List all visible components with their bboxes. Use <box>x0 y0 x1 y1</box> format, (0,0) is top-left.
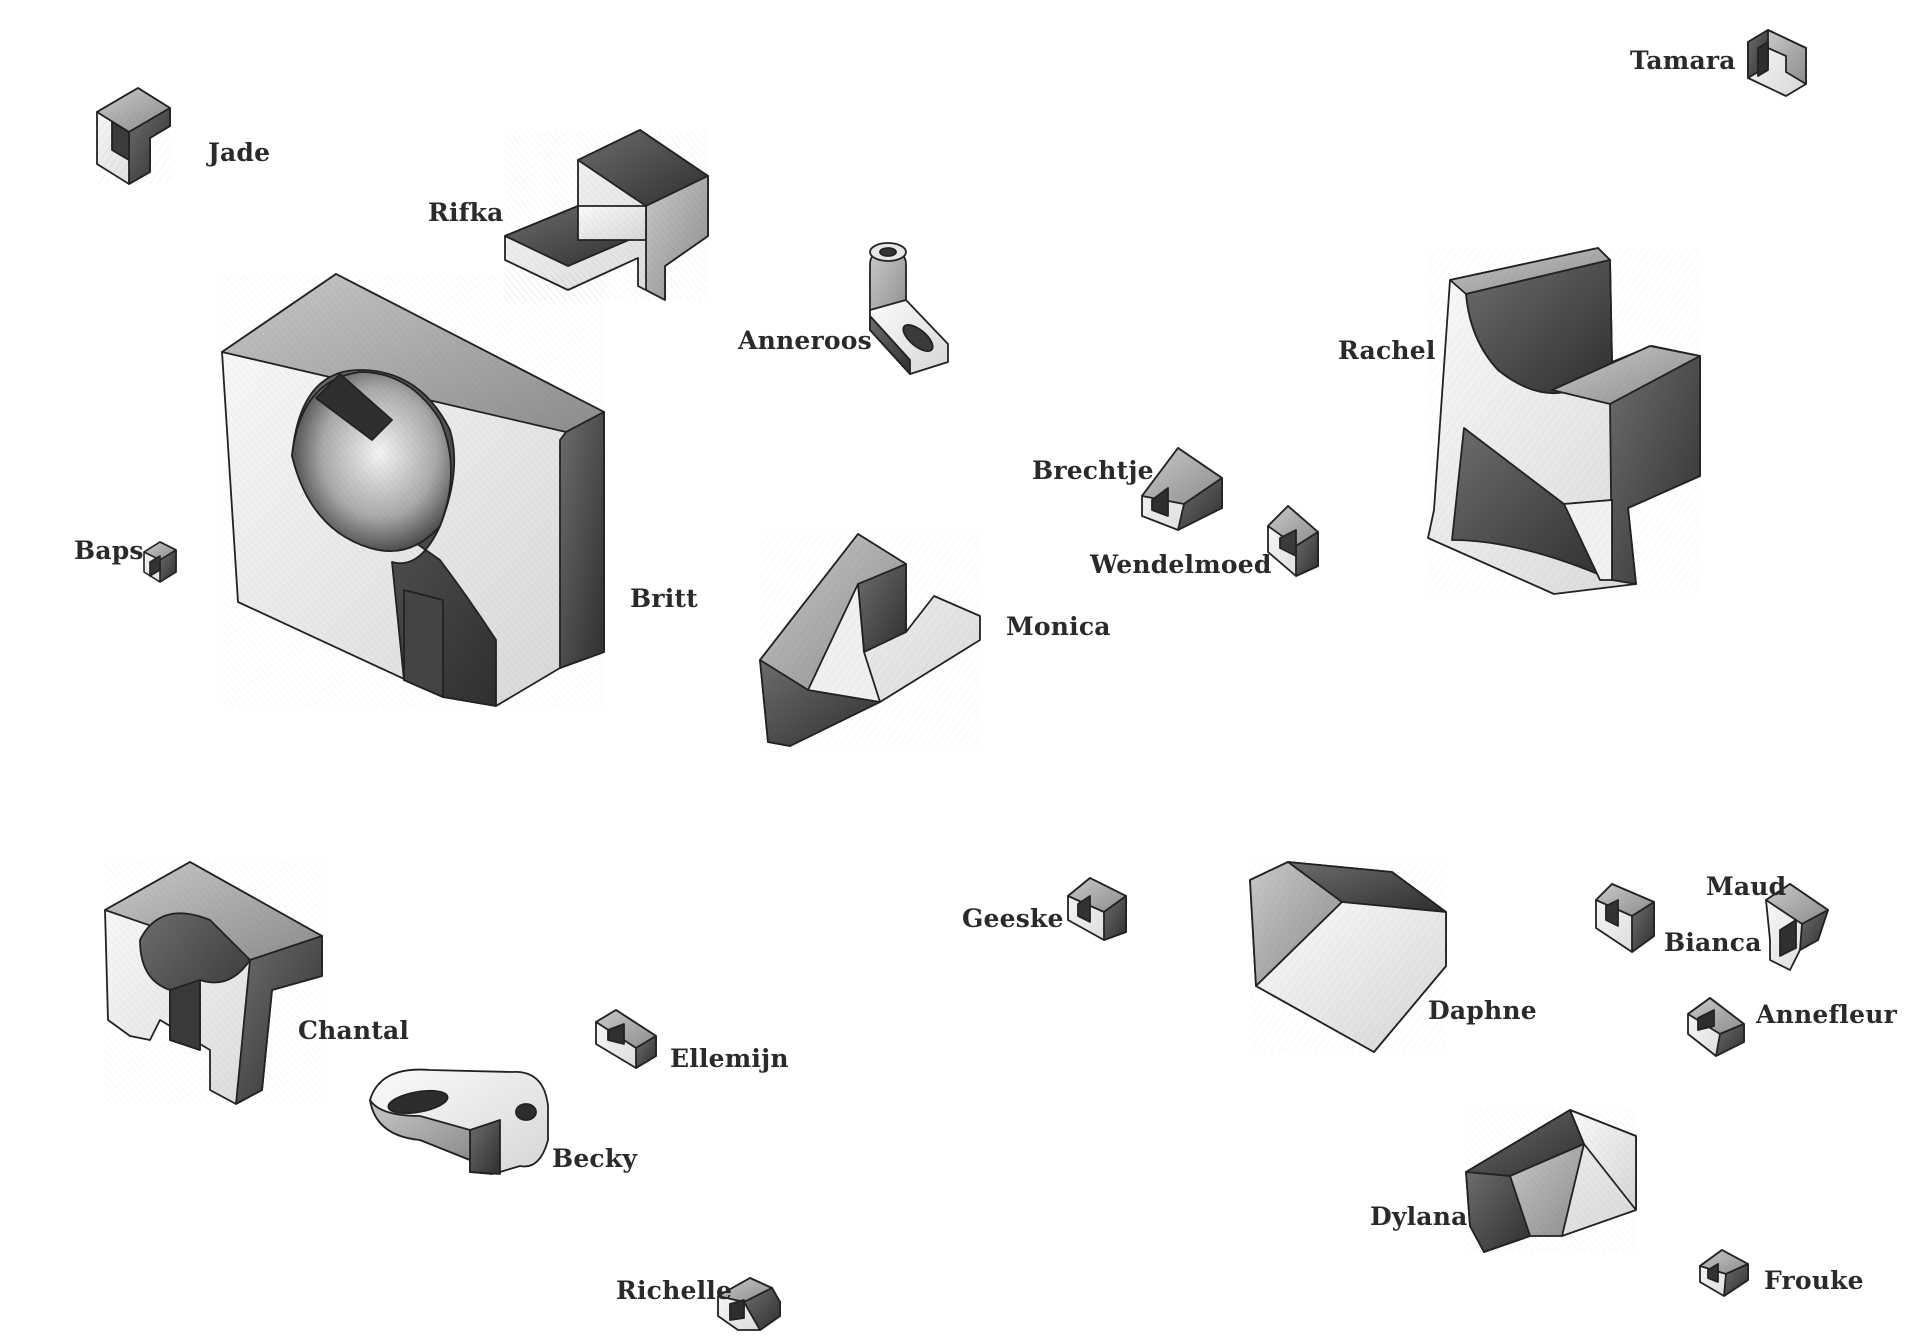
piece-becky[interactable] <box>369 1068 549 1175</box>
piece-brechtje[interactable] <box>1141 447 1223 531</box>
label-becky: Becky <box>552 1144 638 1173</box>
label-anneroos: Anneroos <box>738 326 872 355</box>
label-ellemijn: Ellemijn <box>670 1044 789 1073</box>
label-brechtje: Brechtje <box>1032 456 1154 485</box>
label-geeske: Geeske <box>962 904 1064 933</box>
piece-chantal[interactable] <box>104 861 323 1105</box>
piece-dylana[interactable] <box>1465 1109 1637 1253</box>
label-daphne: Daphne <box>1428 996 1537 1025</box>
label-annefleur: Annefleur <box>1756 1000 1897 1029</box>
piece-bianca[interactable] <box>1595 883 1655 953</box>
piece-daphne[interactable] <box>1249 861 1447 1053</box>
label-rachel: Rachel <box>1338 336 1436 365</box>
piece-richelle[interactable] <box>717 1277 781 1331</box>
piece-wendelmoed[interactable] <box>1267 505 1319 577</box>
piece-rachel[interactable] <box>1427 247 1701 595</box>
label-maud: Maud <box>1706 872 1787 901</box>
piece-ellemijn[interactable] <box>595 1009 657 1069</box>
piece-annefleur[interactable] <box>1687 997 1745 1057</box>
piece-tamara[interactable] <box>1747 29 1807 97</box>
label-bianca: Bianca <box>1664 928 1762 957</box>
label-frouke: Frouke <box>1764 1266 1864 1295</box>
piece-anneroos[interactable] <box>869 242 949 375</box>
piece-jade[interactable] <box>96 87 171 185</box>
piece-frouke[interactable] <box>1699 1249 1749 1297</box>
piece-baps[interactable] <box>143 541 177 583</box>
piece-monica[interactable] <box>759 533 981 747</box>
label-wendelmoed: Wendelmoed <box>1090 550 1272 579</box>
label-richelle: Richelle <box>616 1276 733 1305</box>
label-baps: Baps <box>74 536 144 565</box>
label-tamara: Tamara <box>1630 46 1736 75</box>
piece-rifka[interactable] <box>504 129 709 301</box>
label-rifka: Rifka <box>428 198 504 227</box>
piece-geeske[interactable] <box>1067 877 1127 941</box>
piece-maud[interactable] <box>1765 883 1829 971</box>
piece-britt[interactable] <box>221 273 605 707</box>
label-jade: Jade <box>208 138 271 167</box>
label-dylana: Dylana <box>1370 1202 1468 1231</box>
label-britt: Britt <box>630 584 698 613</box>
label-monica: Monica <box>1006 612 1111 641</box>
label-chantal: Chantal <box>298 1016 410 1045</box>
